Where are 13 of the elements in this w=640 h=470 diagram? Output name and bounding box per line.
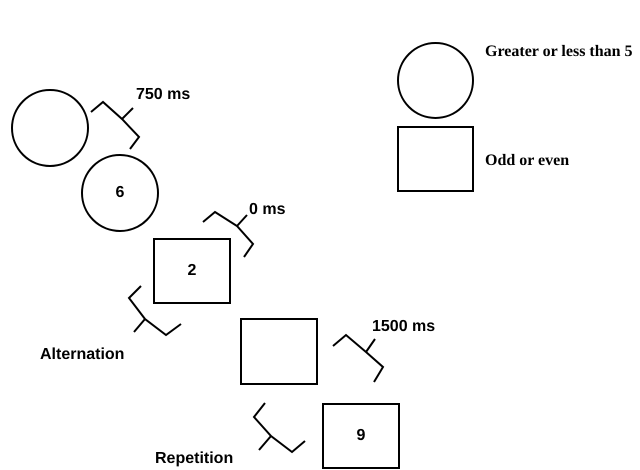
- timing-label: Repetition: [155, 449, 234, 469]
- square-shape: [322, 403, 400, 469]
- timing-label: Alternation: [40, 345, 124, 365]
- timing-label: 1500 ms: [372, 317, 436, 337]
- timing-label: 750 ms: [136, 85, 190, 105]
- timing-label: 0 ms: [249, 200, 286, 220]
- square-shape: [240, 318, 318, 385]
- digit-text: 6: [116, 183, 124, 203]
- square-shape: [153, 238, 231, 304]
- digit-text: 9: [356, 426, 366, 446]
- legend-text: Odd or even: [485, 151, 570, 171]
- legend-text: Greater or less than 5: [485, 42, 634, 62]
- digit-text: 2: [188, 261, 196, 281]
